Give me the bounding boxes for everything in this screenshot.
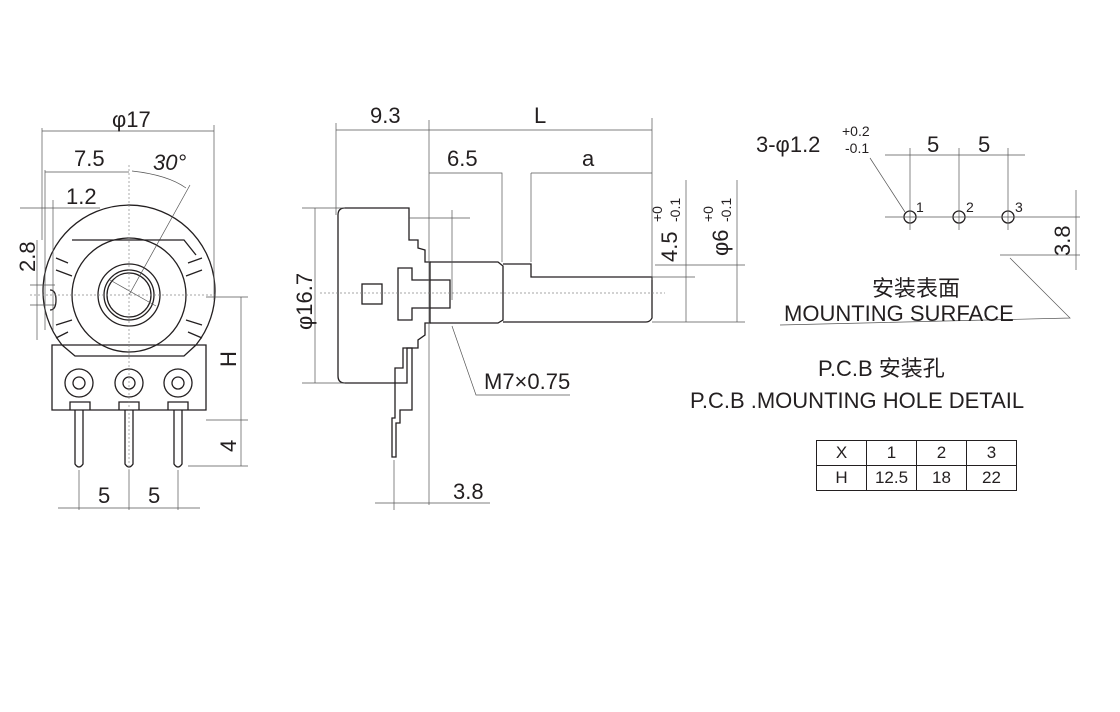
dim-6-5: 6.5 <box>447 146 478 171</box>
h-dimension-table: X 1 2 3 H 12.5 18 22 <box>816 440 1017 491</box>
dim-4: 4 <box>216 440 241 452</box>
flat-dim: 4.5 <box>657 231 682 262</box>
table-cell: 22 <box>966 465 1017 491</box>
table-cell: 18 <box>916 465 967 491</box>
dim-9-3: 9.3 <box>370 103 401 128</box>
shaft-tol-minus: -0.1 <box>718 198 734 222</box>
table-header-row: X 1 2 3 <box>816 440 1017 466</box>
hole-spec: 3-φ1.2 <box>756 132 820 157</box>
front-view <box>20 125 248 510</box>
dim-2-8: 2.8 <box>15 241 40 272</box>
dim-pitch-1: 5 <box>98 483 110 508</box>
pcb-title-en: P.C.B .MOUNTING HOLE DETAIL <box>690 388 1024 413</box>
dim-dia-16-7: φ16.7 <box>292 273 317 330</box>
pin-label-1: 1 <box>916 199 924 215</box>
dim-7-5: 7.5 <box>74 146 105 171</box>
dim-1-2: 1.2 <box>66 184 97 209</box>
table-cell: 12.5 <box>866 465 917 491</box>
shaft-tol-plus: +0 <box>700 206 716 222</box>
dim-dia-17: φ17 <box>112 107 151 132</box>
terminal-holes <box>64 368 193 398</box>
dim-a: a <box>582 146 595 171</box>
table-cell: 3 <box>966 440 1017 466</box>
hole-tol-minus: -0.1 <box>845 140 869 156</box>
dim-pitch-2: 5 <box>148 483 160 508</box>
flat-tol-minus: -0.1 <box>667 198 683 222</box>
pcb-offset-3-8: 3.8 <box>1050 225 1075 256</box>
side-view <box>302 118 745 510</box>
table-row: H 12.5 18 22 <box>816 465 1017 491</box>
table-cell: X <box>816 440 867 466</box>
flat-tol-plus: +0 <box>649 206 665 222</box>
dim-3-8: 3.8 <box>453 479 484 504</box>
pcb-pitch-1: 5 <box>927 132 939 157</box>
pcb-pitch-2: 5 <box>978 132 990 157</box>
table-cell: 2 <box>916 440 967 466</box>
mounting-surface-en: MOUNTING SURFACE <box>784 301 1014 326</box>
pcb-title-cn: P.C.B 安装孔 <box>818 356 945 381</box>
dim-angle-30: 30° <box>153 150 186 175</box>
pin-label-3: 3 <box>1015 199 1023 215</box>
thread-spec: M7×0.75 <box>484 369 570 394</box>
table-cell: 1 <box>866 440 917 466</box>
hole-tol-plus: +0.2 <box>842 123 870 139</box>
mounting-surface-cn: 安装表面 <box>872 276 960 301</box>
shaft-dia: φ6 <box>708 229 733 256</box>
pin-label-2: 2 <box>966 199 974 215</box>
pcb-hole-detail <box>779 148 1080 326</box>
dim-H: H <box>216 351 241 367</box>
dim-L: L <box>534 103 546 128</box>
table-cell: H <box>816 465 867 491</box>
